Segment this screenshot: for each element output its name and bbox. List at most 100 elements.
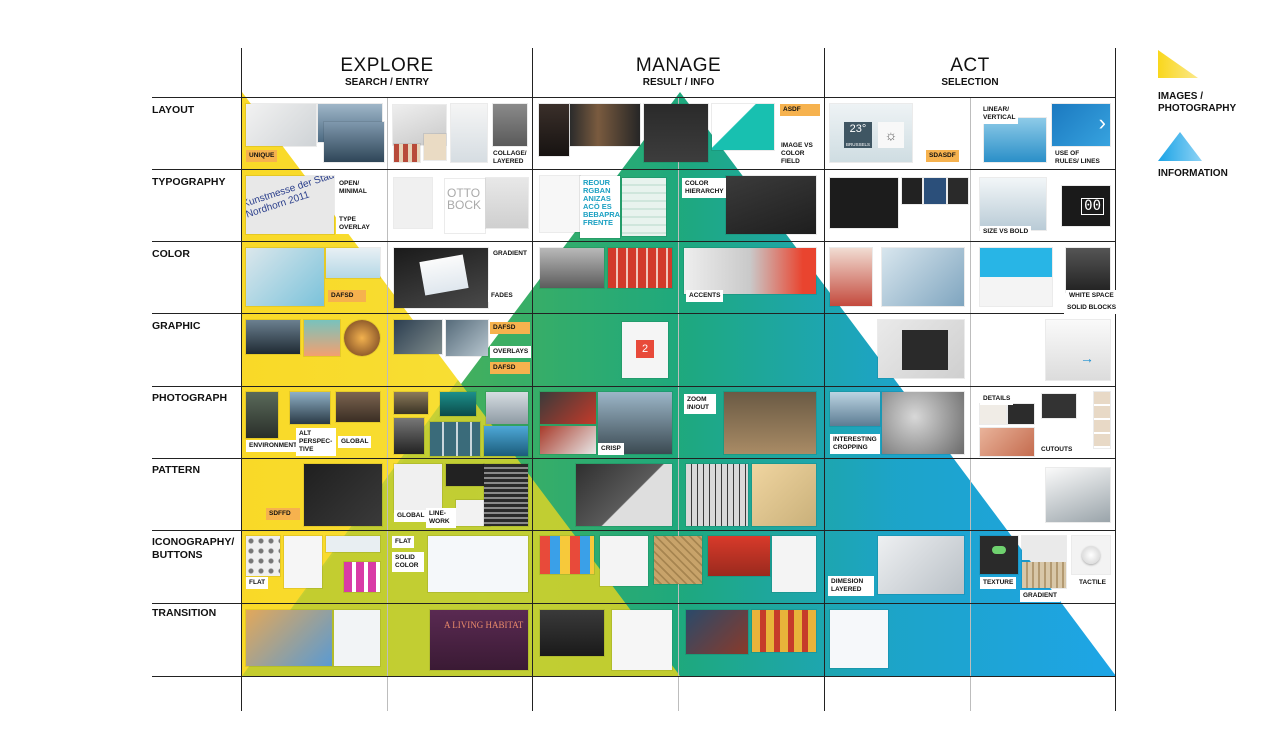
thumb-photo-16 [980, 404, 1006, 424]
tag-alt-perspective: ALT PERSPEC- TIVE [296, 428, 336, 456]
row-label-iconography: ICONOGRAPHY/ BUTTONS [152, 536, 235, 561]
tag-unique: UNIQUE [246, 150, 278, 162]
tag-cutouts: CUTOUTS [1038, 444, 1076, 456]
toggle-icon [992, 546, 1006, 554]
thumb-transition-1 [246, 610, 332, 666]
column-header-manage: MANAGE RESULT / INFO [533, 56, 824, 89]
grid-hline-2 [152, 241, 1116, 242]
thumb-type-clock: 00 [1062, 186, 1110, 226]
weather-temp-tile: 23° BRUSSELS [844, 122, 872, 148]
thumb-color-8 [882, 248, 964, 306]
thumb-type-poster: Kunstmesse der Stadt Nordhorn 2011 [246, 176, 334, 234]
grid-hline-8 [152, 676, 1116, 677]
thumb-photo-9 [484, 426, 528, 456]
thumb-photo-3 [336, 392, 380, 422]
column-header-act: ACT SELECTION [825, 56, 1115, 89]
tag-image-vs-color-field: IMAGE VS COLOR FIELD [778, 140, 824, 168]
tag-linear-vertical: LINEAR/ VERTICAL [980, 104, 1018, 124]
thumb-color-4 [540, 248, 604, 288]
grid-hline-0 [152, 97, 1116, 98]
thumb-icon-9 [708, 536, 770, 576]
row-label-typography: TYPOGRAPHY [152, 176, 226, 188]
thumb-color-3-card [419, 254, 469, 296]
thumb-layout-8 [493, 104, 527, 146]
tag-solid-color: SOLID COLOR [392, 552, 424, 572]
thumb-graphic-5 [446, 320, 488, 356]
thumb-graphic-7-panel [902, 330, 948, 370]
thumb-pattern-6 [576, 464, 672, 526]
sun-icon: ☼ [878, 122, 904, 148]
otto-bock-text: OTTO BOCK [447, 186, 482, 212]
thumb-icon-6 [540, 536, 594, 574]
thumb-pattern-9 [1046, 468, 1110, 522]
tag-type-overlay: TYPE OVERLAY [336, 214, 372, 234]
grid-vline-2 [824, 48, 825, 711]
thumb-photo-13 [724, 392, 816, 454]
thumb-type-otto: OTTO BOCK [445, 179, 485, 233]
thumb-type-9 [830, 178, 898, 228]
thumb-graphic-8: → [1046, 320, 1110, 380]
thumb-type-10 [902, 178, 922, 204]
tag-overlays: OVERLAYS [490, 346, 532, 358]
thumb-transition-3: A LIVING HABITAT [430, 610, 528, 670]
grid-hline-6 [152, 530, 1116, 531]
thumb-color-1 [246, 248, 324, 306]
legend-blue-swatch [1158, 132, 1202, 161]
grid-vline-sub-3 [970, 98, 971, 711]
tag-open-minimal: OPEN/ MINIMAL [336, 178, 372, 198]
step-number: 2 [636, 340, 654, 358]
thumb-photo-7 [394, 418, 424, 454]
thumb-icon-15 [1072, 536, 1110, 574]
column-header-explore: EXPLORE SEARCH / ENTRY [242, 56, 532, 89]
chevron-right-icon: › [1098, 110, 1106, 135]
type-stack-text: REOUR RGBAN ANIZAS ACÖ ES BEBAPRA FRENTE [583, 178, 620, 227]
thumb-photo-6 [486, 392, 528, 424]
thumb-photo-5 [440, 392, 476, 416]
row-label-graphic: GRAPHIC [152, 320, 201, 332]
tag-sdffd: SDFFD [266, 508, 300, 520]
tag-color-hierarchy: COLOR HIERARCHY [682, 178, 726, 198]
thumb-layout-7 [451, 104, 487, 162]
thumb-photo-15 [882, 392, 964, 454]
grid-vline-1 [532, 48, 533, 711]
legend-label-images: IMAGES / PHOTOGRAPHY [1158, 91, 1237, 114]
thumb-color-10 [1066, 248, 1110, 292]
tag-tactile: TACTILE [1076, 577, 1109, 589]
thumb-pattern-8 [752, 464, 816, 526]
weather-temp: 23° [849, 123, 867, 135]
thumb-layout-1 [246, 104, 316, 146]
column-subtitle: SEARCH / ENTRY [344, 77, 430, 88]
book-title-text: A LIVING HABITAT [444, 620, 524, 630]
thumb-graphic-1 [246, 320, 300, 354]
tag-dafsd-color: DAFSD [328, 290, 366, 302]
tag-use-of-rules: USE OF RULES/ LINES [1052, 148, 1106, 168]
thumb-pattern-5 [484, 464, 528, 526]
thumb-photo-2 [290, 392, 330, 424]
thumb-graphic-3 [344, 320, 380, 356]
grid-vline-sub-1 [387, 98, 388, 711]
legend-label-information: INFORMATION [1158, 168, 1228, 179]
tag-crisp: CRISP [598, 443, 624, 455]
thumb-layout-3 [324, 122, 384, 162]
thumb-layout-6 [424, 134, 446, 160]
thumb-graphic-2 [304, 320, 340, 356]
thumb-icon-5 [428, 536, 528, 592]
thumb-photo-10 [540, 392, 596, 424]
thumb-layout-12 [712, 104, 774, 150]
row-label-color: COLOR [152, 248, 190, 260]
tag-collage-layered: COLLAGE/ LAYERED [490, 148, 527, 168]
thumb-color-7 [830, 248, 872, 306]
tag-dafsd-graphic-2: DAFSD [490, 362, 530, 374]
row-label-pattern: PATTERN [152, 464, 201, 476]
thumb-photo-20 [1094, 392, 1110, 448]
thumb-graphic-4 [394, 320, 442, 354]
thumb-color-6 [684, 248, 816, 294]
legend-yellow-swatch [1158, 50, 1198, 78]
tag-flat-2: FLAT [392, 536, 415, 548]
thumb-icon-14 [1022, 562, 1066, 588]
thumb-icon-12 [980, 536, 1018, 574]
tag-dimension-layered: DIMESION LAYERED [828, 576, 874, 596]
thumb-icon-10 [772, 536, 816, 592]
thumb-icon-2 [284, 536, 322, 588]
tag-solid-blocks: SOLID BLOCKS [1064, 302, 1120, 314]
